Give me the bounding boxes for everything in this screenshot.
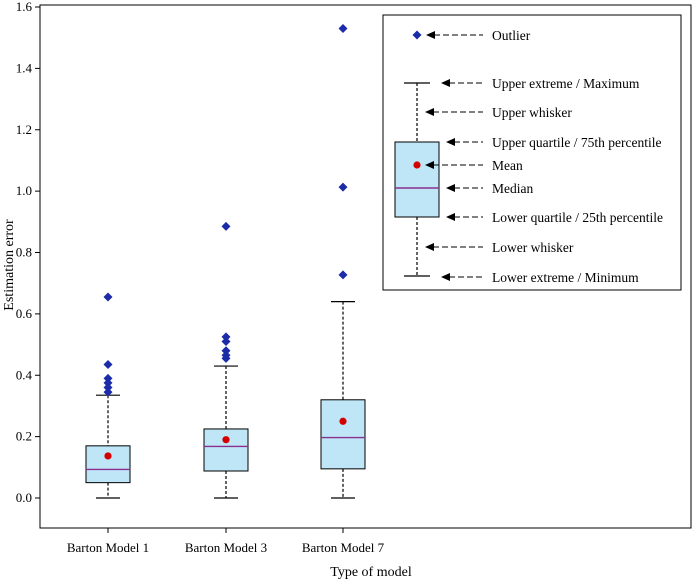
legend-sample-box: [394, 141, 440, 218]
outlier-point: [103, 383, 113, 393]
y-tick-label: 1.6: [16, 0, 33, 14]
y-tick-label: 0.2: [16, 429, 32, 444]
box-group: [320, 23, 366, 499]
plot-border: [39, 4, 692, 529]
legend-label: Mean: [492, 158, 523, 173]
legend-arrowhead: [425, 161, 434, 169]
legend-label: Median: [492, 181, 533, 196]
y-tick-label: 0.6: [16, 306, 33, 321]
outlier-point: [103, 387, 113, 397]
x-tick-label: Barton Model 3: [185, 540, 267, 555]
x-tick-label: Barton Model 7: [302, 540, 385, 555]
legend-arrowhead: [426, 31, 435, 39]
x-axis: Barton Model 1 Barton Model 3 Barton Model…: [67, 528, 385, 555]
y-tick-label: 0.4: [16, 367, 33, 382]
legend-arrowhead: [425, 108, 434, 116]
outlier-point: [338, 23, 348, 33]
interquartile-box: [203, 428, 249, 472]
legend-label: Lower quartile / 25th percentile: [492, 210, 663, 225]
y-tick-label: 0.8: [16, 245, 32, 260]
outlier-point: [221, 336, 231, 346]
legend-label: Lower whisker: [492, 240, 574, 255]
outlier-point: [338, 182, 348, 192]
box-group: [203, 221, 249, 499]
mean-point: [222, 436, 230, 444]
mean-point: [339, 417, 347, 425]
legend-arrowhead: [441, 273, 450, 281]
x-axis-label: Type of model: [330, 565, 412, 580]
legend-arrowhead: [425, 243, 434, 251]
legend-label: Upper quartile / 75th percentile: [492, 135, 661, 150]
legend-arrowhead: [446, 213, 455, 221]
box-group: [85, 292, 131, 499]
box-series: [85, 23, 366, 499]
x-tick-label: Barton Model 1: [67, 540, 149, 555]
y-axis-label: Estimation error: [2, 219, 17, 311]
outlier-point: [338, 270, 348, 280]
legend-label: Upper extreme / Maximum: [492, 76, 640, 91]
y-tick-label: 1.2: [16, 122, 32, 137]
interquartile-box: [85, 445, 131, 484]
legend-arrowhead: [441, 79, 450, 87]
interquartile-box: [320, 399, 366, 470]
outlier-point: [103, 373, 113, 383]
outlier-point: [103, 360, 113, 370]
y-axis: 0.0 0.2 0.4 0.6 0.8 1.0 1.2 1.4 1.6: [16, 0, 40, 505]
legend-sample-outlier: [412, 30, 422, 40]
outlier-point: [221, 353, 231, 363]
legend-arrowhead: [446, 184, 455, 192]
outlier-point: [221, 346, 231, 356]
y-tick-label: 1.0: [16, 183, 32, 198]
legend-sample-mean: [413, 161, 421, 169]
mean-point: [104, 452, 112, 460]
outlier-point: [221, 221, 231, 231]
outlier-point: [103, 292, 113, 302]
legend-arrowhead: [446, 138, 455, 146]
legend-label: Lower extreme / Minimum: [492, 270, 639, 285]
outlier-point: [221, 332, 231, 342]
outlier-point: [103, 378, 113, 388]
legend-label: Upper whisker: [492, 105, 572, 120]
y-tick-label: 1.4: [16, 60, 33, 75]
y-tick-label: 0.0: [16, 490, 32, 505]
plot-frame: [39, 4, 692, 529]
legend-label: Outlier: [492, 28, 531, 43]
